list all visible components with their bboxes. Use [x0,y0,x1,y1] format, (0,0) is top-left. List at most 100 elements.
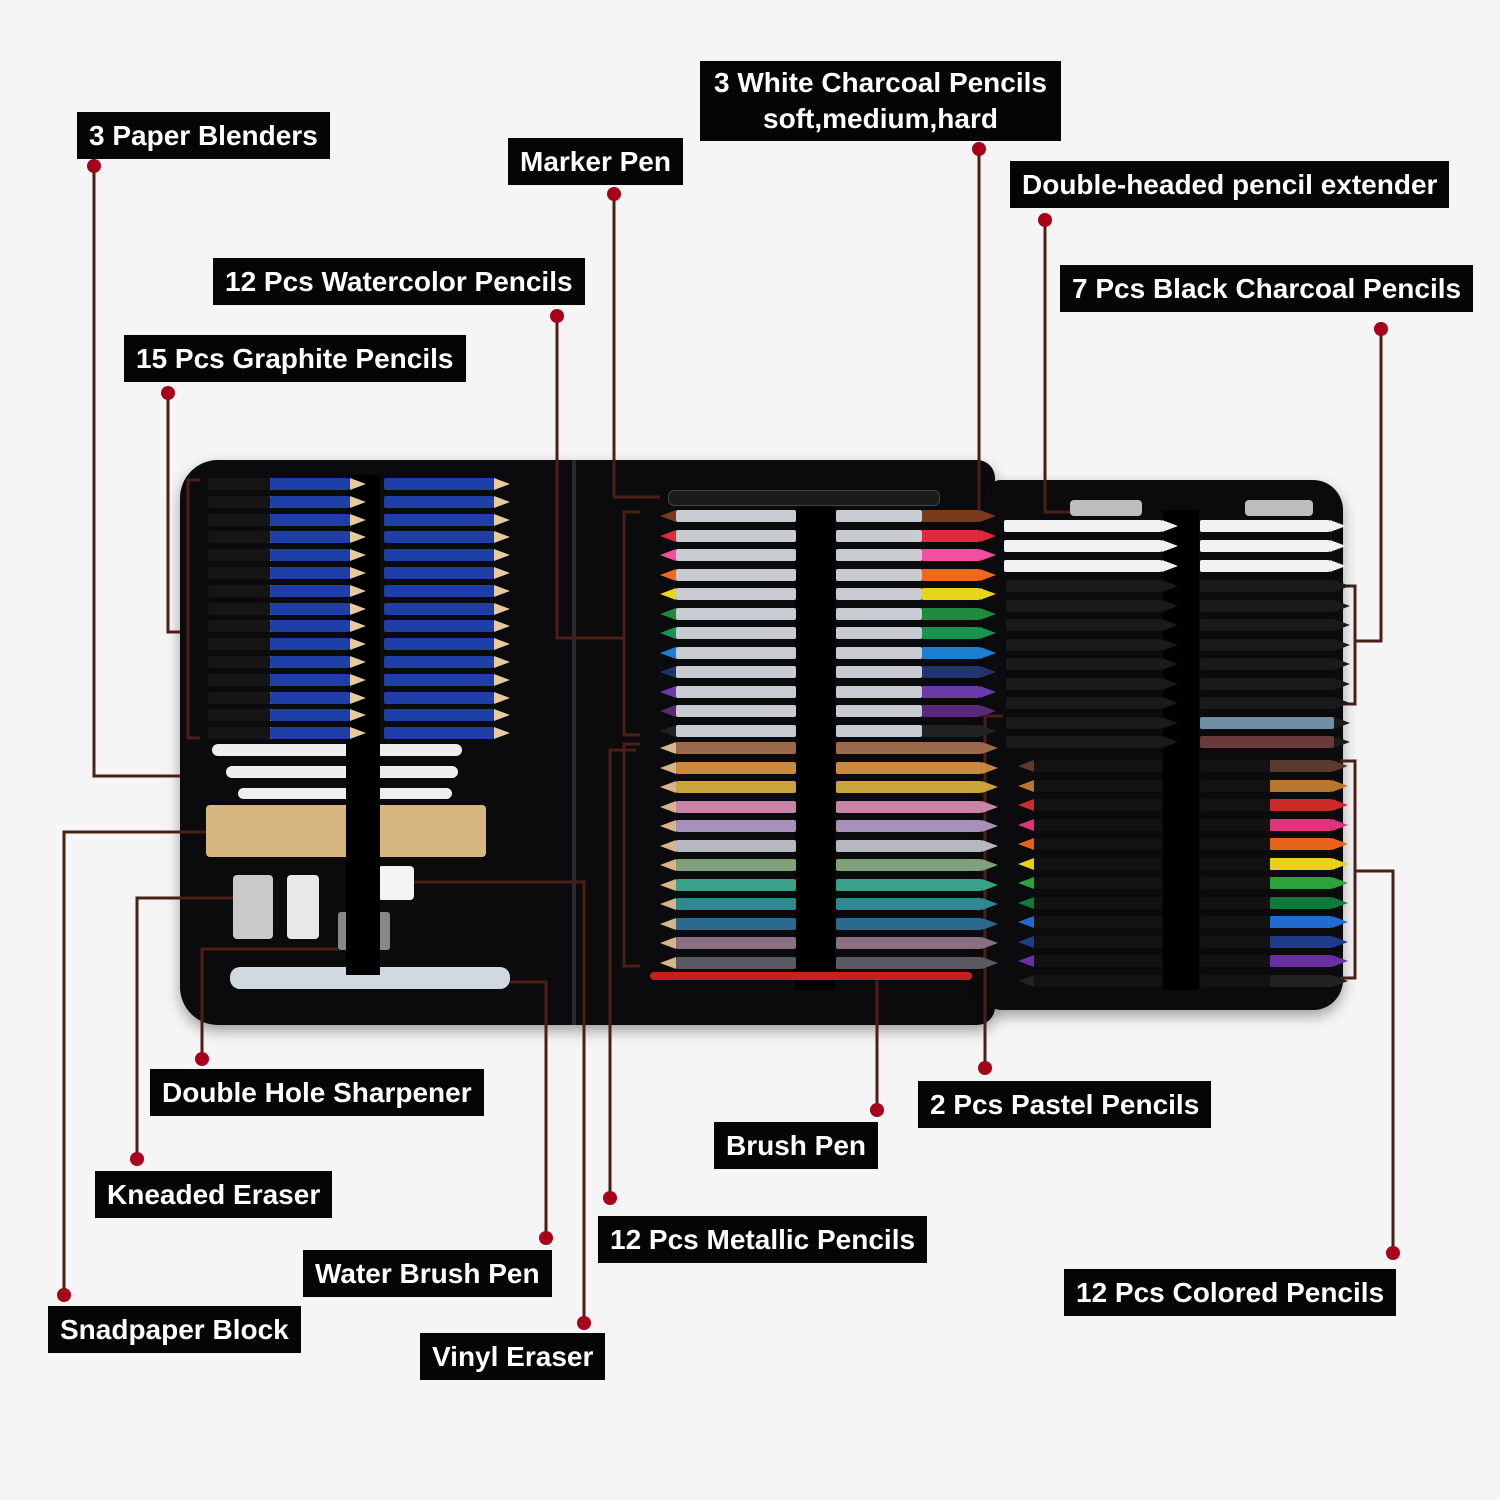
label-graphite-pencils: 15 Pcs Graphite Pencils [124,335,466,382]
pencil-tip [980,510,996,522]
pencil [270,709,350,722]
pencil [270,531,350,544]
vinyl-eraser [287,875,319,939]
marker-dot [539,1231,553,1245]
pencil [1200,955,1270,967]
marker-dot [57,1288,71,1302]
pencil [836,568,922,581]
pencil-tip [660,685,676,698]
pencil-tip [1332,935,1348,948]
pencil [384,638,494,651]
pencil [208,478,270,490]
pencil-tip [660,781,676,793]
pencil-tip [1332,916,1348,928]
pencil [384,656,494,668]
pencil-tip [660,529,676,542]
pencil [836,937,982,949]
pencil [836,820,982,832]
pencil [1034,955,1162,967]
pencil [208,513,270,526]
pencil [208,584,270,597]
pencil [1034,974,1162,987]
pencil-tip [660,646,676,659]
pencil-tip [350,727,366,740]
pencil-tip [1332,955,1348,967]
pencil-tip [1334,619,1350,631]
marker-dot [130,1152,144,1166]
pencil [676,510,796,522]
pencil [270,673,350,686]
pencil [1270,877,1332,889]
pencil-tip [1332,818,1348,831]
pencil-tip [980,529,996,542]
pencil [270,656,350,668]
label-metallic-pencils: 12 Pcs Metallic Pencils [598,1216,928,1263]
pencil-tip [660,878,676,891]
pencil [1270,916,1332,928]
pencil [1006,638,1162,651]
pencil-tip [1018,896,1034,909]
marker-dot [603,1191,617,1205]
pencil [270,727,350,740]
pencil [836,878,982,891]
pencil [1200,779,1270,792]
pencil-tip [350,584,366,597]
pencil-tip [982,859,998,871]
pencil [1004,540,1162,552]
pencil-tip [1332,857,1348,870]
pencil [270,691,350,704]
pencil [676,898,796,910]
pencil-tip [1018,838,1034,850]
pencil-tip [660,568,676,581]
pencil [676,781,796,793]
pencil [676,917,796,930]
pencil-tip [982,781,998,793]
pencil [270,513,350,526]
pencil-tip [494,549,510,562]
pencil [1034,916,1162,928]
pencil-tip [350,478,366,490]
pencil [1200,658,1334,670]
pencil-tip [660,956,676,969]
pencil [922,607,980,620]
pencil [1034,896,1162,909]
pencil [384,727,494,740]
pencil-tip [1018,877,1034,889]
pencil [676,529,796,542]
pencil [384,495,494,508]
pencil [836,510,922,522]
marker-dot [195,1052,209,1066]
pencil [384,620,494,633]
pencil [922,685,980,698]
pencil-tip [660,820,676,832]
pencil [676,761,796,774]
label-sandpaper-block: Snadpaper Block [48,1306,301,1353]
pencil-tip [660,839,676,852]
pencil [676,800,796,813]
pencil-tip [980,549,996,561]
pencil [676,588,796,600]
pencil [1034,799,1162,811]
pencil [270,620,350,633]
pencil-tip [1334,599,1350,612]
pencil [1270,799,1332,811]
pencil-tip [1332,974,1348,987]
pencil [676,549,796,561]
label-water-brush-pen: Water Brush Pen [303,1250,552,1297]
pencil [208,495,270,508]
pencil [208,531,270,544]
pencil [922,510,980,522]
pencil-tip [494,584,510,597]
pencil-tip [1332,896,1348,909]
label-vinyl-eraser: Vinyl Eraser [420,1333,606,1380]
pencil [1200,580,1334,592]
pencil [836,666,922,678]
pencil-tip [350,549,366,562]
pencil [836,549,922,561]
pencil-tip [660,761,676,774]
pencil [676,646,796,659]
pencil [676,937,796,949]
marker-dot [1038,213,1052,227]
leader-marker [612,194,660,499]
pencil [1270,760,1332,772]
